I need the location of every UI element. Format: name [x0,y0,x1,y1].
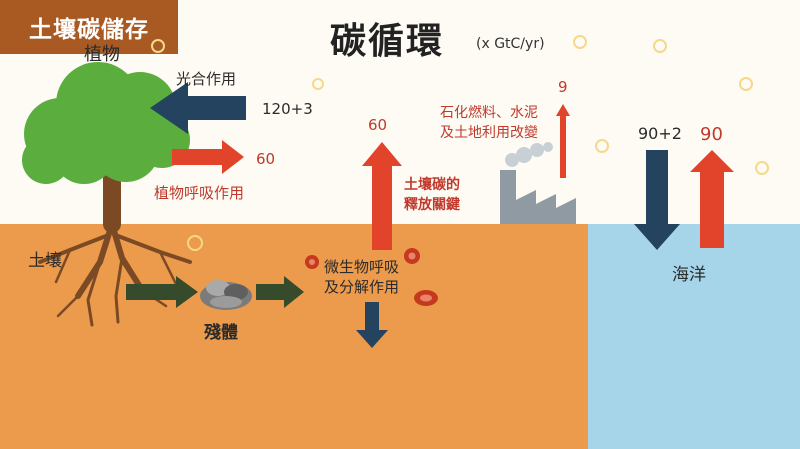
microbial-label-line1: 微生物呼吸 [324,258,400,276]
sun-dots [151,35,769,251]
sun-dot [573,35,587,49]
unit-label: (x GtC/yr) [476,36,545,52]
residue-arrow-right [256,276,304,308]
residue-label: 殘體 [204,323,238,343]
soil-storage-box: 土壤碳儲存 [0,0,178,54]
microbe-icon [408,252,416,260]
photosynthesis-label: 光合作用 [176,70,237,88]
plant-respiration-label: 植物呼吸作用 [154,184,245,202]
photosynthesis-value: 120+3 [262,100,313,118]
tree-crown [22,62,190,184]
ocean-release-value: 90 [700,124,723,145]
tree-trunk [38,136,192,327]
factory-icon [500,170,576,224]
microbe-icon [309,259,315,265]
photosynthesis-arrow [150,82,246,134]
ocean-release-arrow [690,150,734,248]
plant-respiration-value: 60 [256,150,276,168]
sun-dot [187,235,203,251]
fossil-arrow [556,104,570,178]
fossil-label-line2: 及土地利用改變 [440,125,538,141]
soil-ground [0,224,588,449]
soil-release-value: 60 [368,116,388,134]
soil-release-label-line2: 釋放關鍵 [404,197,460,213]
sun-dot [312,78,324,90]
plants-label: 植物 [84,44,120,65]
ocean-water [588,224,800,449]
sun-dot [595,139,609,153]
sun-dot [151,39,165,53]
plant-respiration-arrow [172,140,244,174]
residue-arrow-left [126,276,198,308]
ocean-label: 海洋 [672,265,706,285]
microbe-icons [305,248,438,306]
soil-storage-label: 土壤碳儲存 [29,17,149,43]
soil-release-label-line1: 土壤碳的 [404,177,460,193]
storage-down-arrow [356,302,388,348]
sun-dot [755,161,769,175]
diagram-title: 碳循環 [330,21,445,62]
microbial-label-line2: 及分解作用 [324,278,400,296]
soil-label: 土壤 [28,251,62,271]
factory-smoke [505,142,553,167]
sun-dot [739,77,753,91]
fossil-value: 9 [558,78,568,96]
residue-pile [200,280,252,310]
ocean-uptake-arrow [634,150,680,250]
microbe-icon [420,294,432,302]
soil-release-arrow [362,142,402,250]
sun-dot [653,39,667,53]
fossil-label-line1: 石化燃料、水泥 [440,105,538,121]
ocean-uptake-value: 90+2 [638,124,682,143]
